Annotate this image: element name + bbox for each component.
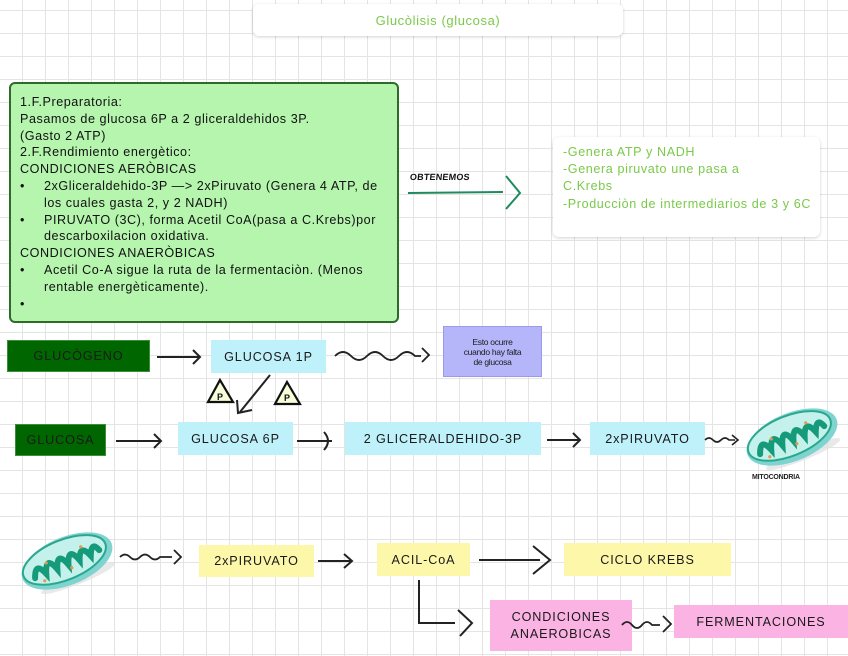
node-ciclo-krebs-label: CICLO KREBS bbox=[600, 552, 695, 567]
arrow-gliceraldehido-to-piruvato bbox=[547, 432, 582, 448]
notes-box[interactable]: 1.F.Preparatoria: Pasamos de glucosa 6P a… bbox=[9, 82, 399, 323]
result-line: -Genera ATP y NADH bbox=[563, 145, 696, 159]
arrow-piruvato2-to-acilcoa bbox=[318, 553, 354, 569]
bullet-icon: • bbox=[20, 212, 25, 227]
notes-line: 2.F.Rendimiento energètico: bbox=[20, 145, 192, 160]
arrow-acilcoa-to-anaerobicas bbox=[418, 580, 474, 637]
arrow-glucosa1p-to-glucosa6p bbox=[236, 374, 271, 415]
squiggle-arrow-anaerobicas-to-fermentaciones bbox=[621, 615, 673, 633]
arrow-glucosa-to-glucosa6p bbox=[116, 433, 163, 449]
node-piruvato-2-label: 2xPIRUVATO bbox=[214, 554, 299, 568]
squiggle-arrow-piruvato-to-mitocondria bbox=[704, 434, 740, 446]
node-piruvato-1-label: 2xPIRUVATO bbox=[605, 431, 690, 446]
mitocondria-label: MITOCONDRIA bbox=[752, 474, 800, 481]
diagram-title[interactable]: Glucòlisis (glucosa) bbox=[253, 4, 623, 36]
obtenemos-arrowhead bbox=[505, 175, 522, 210]
phosphate-icon-left bbox=[206, 377, 235, 404]
node-glucosa-label: GLUCOSA bbox=[26, 433, 95, 447]
node-gliceraldehido-3p[interactable]: 2 GLICERALDEHIDO-3P bbox=[345, 422, 541, 455]
bullet-icon: • bbox=[20, 178, 25, 193]
notes-bullet-text: PIRUVATO (3C), forma Acetil CoA(pasa a C… bbox=[44, 212, 376, 244]
node-condiciones-anaerobicas-label: CONDICIONES ANAEROBICAS bbox=[510, 609, 612, 641]
arrow-acilcoa-to-krebs bbox=[479, 545, 552, 575]
node-fermentaciones[interactable]: FERMENTACIONES bbox=[674, 605, 848, 638]
arrow-glucogeno-to-glucosa1p bbox=[157, 349, 202, 365]
notes-bullet-item: • Acetil Co-A sigue la ruta de la ferment… bbox=[20, 262, 387, 296]
results-card[interactable]: -Genera ATP y NADH -Genera piruvato une … bbox=[553, 137, 820, 237]
notes-line: 1.F.Preparatoria: bbox=[20, 95, 123, 109]
result-line: -Producciòn de intermediarios de 3 y 6C bbox=[563, 196, 812, 211]
notes-bullet-item: • bbox=[20, 296, 387, 313]
bullet-icon: • bbox=[20, 262, 25, 277]
mitochondria-icon-right bbox=[739, 397, 847, 479]
node-glucosa[interactable]: GLUCOSA bbox=[15, 424, 106, 456]
result-line: -Genera piruvato une pasa a C.Krebs bbox=[563, 162, 740, 194]
squiggle-arrow-mitocondria-to-piruvato2 bbox=[119, 549, 183, 565]
node-glucosa-6p[interactable]: GLUCOSA 6P bbox=[178, 422, 293, 455]
node-glucogeno-label: GLUCÒGENO bbox=[33, 349, 124, 363]
node-glucogeno[interactable]: GLUCÒGENO bbox=[7, 340, 150, 372]
node-glucosa-6p-label: GLUCOSA 6P bbox=[191, 431, 280, 446]
title-text: Glucòlisis (glucosa) bbox=[375, 12, 501, 28]
note-falta-glucosa[interactable]: Esto ocurre cuando hay falta de glucosa bbox=[443, 326, 542, 377]
notes-bullet-item: • 2xGliceraldehido-3P —> 2xPiruvato (Gen… bbox=[20, 178, 387, 212]
notes-bullet-item: • PIRUVATO (3C), forma Acetil CoA(pasa a … bbox=[20, 212, 387, 246]
notes-bullet-text: 2xGliceraldehido-3P —> 2xPiruvato (Gener… bbox=[44, 178, 378, 210]
phosphate-right-label: P bbox=[284, 393, 290, 403]
notes-line: CONDICIONES ANAERÒBICAS bbox=[20, 246, 216, 261]
node-piruvato-1[interactable]: 2xPIRUVATO bbox=[590, 422, 705, 455]
node-glucosa-1p-label: GLUCOSA 1P bbox=[224, 349, 313, 364]
bullet-icon: • bbox=[20, 296, 25, 311]
node-acil-coa[interactable]: ACIL-CoA bbox=[377, 543, 470, 576]
obtenemos-underline bbox=[407, 191, 504, 194]
notes-line: Pasamos de glucosa 6P a 2 gliceraldehido… bbox=[20, 111, 310, 126]
node-gliceraldehido-3p-label: 2 GLICERALDEHIDO-3P bbox=[363, 431, 523, 446]
phosphate-left-label: P bbox=[217, 392, 223, 402]
notes-bullet-text: Acetil Co-A sigue la ruta de la fermenta… bbox=[44, 262, 364, 294]
note-falta-glucosa-text: Esto ocurre cuando hay falta de glucosa bbox=[463, 336, 522, 367]
node-fermentaciones-label: FERMENTACIONES bbox=[696, 614, 826, 629]
node-piruvato-2[interactable]: 2xPIRUVATO bbox=[199, 545, 314, 577]
node-glucosa-1p[interactable]: GLUCOSA 1P bbox=[211, 340, 326, 373]
node-acil-coa-label: ACIL-CoA bbox=[391, 552, 456, 567]
arrow-glucosa6p-to-gliceraldehido bbox=[297, 431, 332, 451]
node-ciclo-krebs[interactable]: CICLO KREBS bbox=[564, 543, 731, 576]
mitochondria-icon-left bbox=[14, 521, 122, 603]
notes-line: CONDICIONES AERÒBICAS bbox=[20, 162, 197, 177]
node-condiciones-anaerobicas[interactable]: CONDICIONES ANAEROBICAS bbox=[490, 600, 632, 651]
notes-content: 1.F.Preparatoria: Pasamos de glucosa 6P a… bbox=[20, 94, 387, 312]
squiggle-arrow-glucosa1p-to-note bbox=[334, 347, 431, 363]
notes-line: (Gasto 2 ATP) bbox=[20, 128, 107, 143]
phosphate-icon-right bbox=[273, 379, 302, 406]
